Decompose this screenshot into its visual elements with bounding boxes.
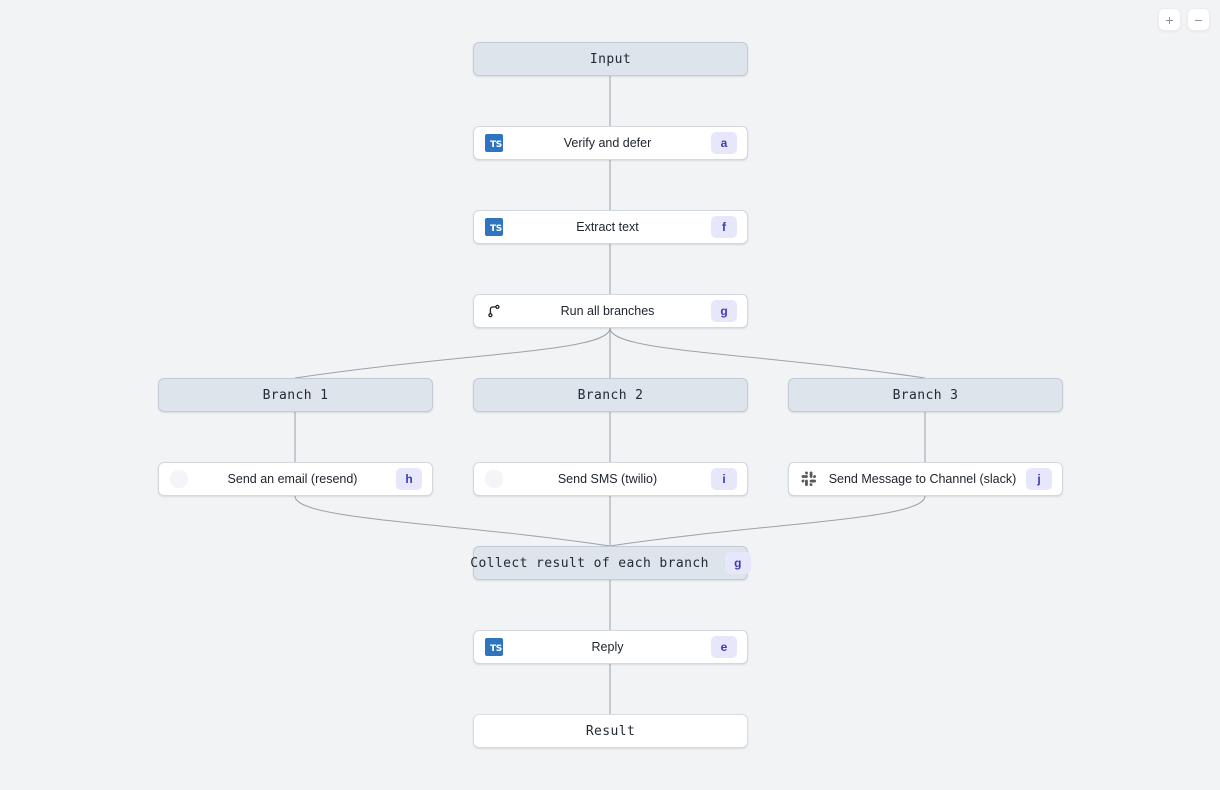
branch-header-1[interactable]: Branch 1: [158, 378, 433, 412]
plus-icon: +: [1165, 11, 1174, 28]
branch-header-1-label: Branch 1: [262, 387, 329, 403]
node-run-all-branches-label: Run all branches: [560, 304, 655, 318]
node-send-sms-label: Send SMS (twilio): [557, 472, 658, 486]
node-result[interactable]: Result: [473, 714, 748, 748]
zoom-controls: + −: [1158, 8, 1210, 31]
zoom-out-button[interactable]: −: [1187, 8, 1210, 31]
slack-icon: [799, 469, 819, 489]
node-collect-result-label: Collect result of each branch: [470, 555, 709, 571]
node-collect-result-badge[interactable]: g: [724, 552, 751, 574]
node-reply-badge[interactable]: e: [711, 636, 737, 658]
edge-step1-collect: [294, 495, 611, 547]
node-reply-label: Reply: [591, 640, 624, 654]
node-run-all-branches-badge[interactable]: g: [711, 300, 737, 322]
node-extract-text-label: Extract text: [576, 220, 639, 234]
node-reply[interactable]: TS Reply e: [473, 630, 748, 664]
minus-icon: −: [1194, 11, 1203, 28]
git-branch-icon: [484, 301, 504, 321]
node-run-all-branches[interactable]: Run all branches g: [473, 294, 748, 328]
node-extract-text-badge[interactable]: f: [711, 216, 737, 238]
node-collect-result[interactable]: Collect result of each branch g: [470, 546, 751, 580]
node-send-message-to-channel-label: Send Message to Channel (slack): [828, 472, 1017, 486]
node-input[interactable]: Input: [473, 42, 748, 76]
node-send-message-to-channel-badge[interactable]: j: [1026, 468, 1052, 490]
node-extract-text[interactable]: TS Extract text f: [473, 210, 748, 244]
node-send-an-email-label: Send an email (resend): [227, 472, 358, 486]
node-verify-and-defer-label: Verify and defer: [563, 136, 652, 150]
branch-header-2-label: Branch 2: [577, 387, 644, 403]
node-result-label: Result: [585, 723, 636, 739]
node-input-label: Input: [589, 51, 632, 67]
branch-header-2[interactable]: Branch 2: [473, 378, 748, 412]
node-send-an-email-badge[interactable]: h: [396, 468, 422, 490]
node-send-sms[interactable]: Send SMS (twilio) i: [473, 462, 748, 496]
typescript-icon: TS: [484, 217, 504, 237]
node-send-an-email[interactable]: Send an email (resend) h: [158, 462, 433, 496]
branch-header-3[interactable]: Branch 3: [788, 378, 1063, 412]
edge-runall-branch1: [294, 327, 611, 379]
node-send-message-to-channel[interactable]: Send Message to Channel (slack) j: [788, 462, 1063, 496]
node-verify-and-defer[interactable]: TS Verify and defer a: [473, 126, 748, 160]
resend-icon: [169, 469, 189, 489]
typescript-icon: TS: [484, 637, 504, 657]
node-verify-and-defer-badge[interactable]: a: [711, 132, 737, 154]
edge-step3-collect: [609, 495, 926, 547]
typescript-icon: TS: [484, 133, 504, 153]
node-send-sms-badge[interactable]: i: [711, 468, 737, 490]
branch-header-3-label: Branch 3: [892, 387, 959, 403]
twilio-icon: [484, 469, 504, 489]
zoom-in-button[interactable]: +: [1158, 8, 1181, 31]
edge-runall-branch3: [609, 327, 926, 379]
